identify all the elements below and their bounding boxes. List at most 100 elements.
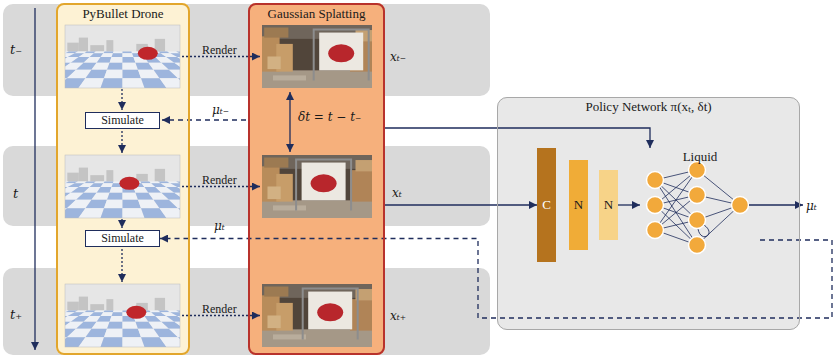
simulator-panel: PyBullet DroneSimulateSimulate bbox=[56, 3, 190, 355]
building bbox=[90, 304, 104, 310]
flow-arrow bbox=[121, 249, 122, 282]
image bbox=[65, 25, 180, 88]
neuron bbox=[689, 162, 706, 179]
floor-tile bbox=[85, 70, 107, 78]
gantry-frame bbox=[303, 288, 358, 339]
panel-title: PyBullet Drone bbox=[82, 7, 163, 22]
floor-tile bbox=[103, 51, 113, 53]
image bbox=[262, 25, 372, 88]
floor-tile bbox=[170, 183, 180, 187]
output-arrow bbox=[749, 204, 803, 205]
box-label: N bbox=[604, 198, 613, 213]
cardboard-box bbox=[264, 28, 288, 38]
scene bbox=[262, 25, 372, 88]
floor-tile bbox=[169, 329, 180, 337]
cardboard-box bbox=[268, 57, 281, 70]
target bbox=[119, 177, 139, 190]
data-arrow bbox=[385, 128, 650, 148]
math-label: xₜ₋ bbox=[390, 50, 406, 64]
neuron bbox=[647, 222, 664, 239]
floor-tile bbox=[176, 51, 180, 53]
floor-tile bbox=[110, 57, 123, 63]
image bbox=[65, 155, 180, 218]
floor-tile bbox=[92, 63, 110, 70]
box-label: N bbox=[574, 198, 583, 213]
floor-tile bbox=[101, 337, 123, 347]
gantry-frame bbox=[314, 29, 369, 80]
label-box: Render bbox=[202, 170, 237, 188]
backdrop-sheet bbox=[302, 163, 346, 201]
math-label: δt = t − t₋ bbox=[298, 110, 361, 124]
target bbox=[138, 47, 158, 60]
floor-tile bbox=[103, 310, 113, 312]
floor-tile bbox=[103, 181, 113, 183]
target bbox=[317, 303, 343, 321]
floor-tile bbox=[84, 51, 95, 53]
floor-tile bbox=[107, 193, 122, 200]
floor-tile bbox=[123, 51, 133, 53]
action-arrow bbox=[162, 119, 246, 120]
flow-arrow bbox=[121, 131, 122, 153]
floor-tile bbox=[97, 187, 112, 193]
floor-tile bbox=[113, 51, 123, 53]
floor-tile bbox=[178, 337, 180, 347]
cardboard-box bbox=[356, 160, 373, 171]
floor-tile bbox=[177, 187, 180, 193]
floor-tile bbox=[101, 312, 113, 316]
label-box: t₋ bbox=[10, 40, 22, 58]
flow-arrow bbox=[121, 89, 122, 110]
building bbox=[79, 297, 88, 311]
floor-patch bbox=[273, 75, 306, 80]
math-label: t bbox=[13, 186, 18, 201]
floor-tile bbox=[177, 316, 180, 322]
floor-tile bbox=[170, 312, 180, 316]
cardboard-box bbox=[268, 187, 281, 200]
building bbox=[106, 40, 113, 51]
label-box: xₜ₋ bbox=[390, 47, 406, 65]
math-label: t₊ bbox=[10, 307, 22, 322]
floor-tile bbox=[85, 200, 107, 208]
floor-tile bbox=[85, 329, 107, 337]
box-label: Simulate bbox=[101, 232, 144, 246]
neuron bbox=[647, 172, 664, 189]
label-box: Render bbox=[202, 40, 237, 58]
label-box: μₜ bbox=[214, 216, 225, 234]
neuron bbox=[647, 197, 664, 214]
building bbox=[90, 45, 104, 51]
scene bbox=[262, 155, 372, 218]
building bbox=[90, 175, 104, 181]
image-frame bbox=[65, 25, 180, 88]
floor-tile bbox=[97, 316, 112, 322]
neuron bbox=[689, 187, 706, 204]
backdrop-sheet bbox=[308, 292, 352, 330]
box-label: C bbox=[542, 198, 551, 213]
floor-tile bbox=[94, 51, 105, 53]
floor-tile bbox=[176, 181, 180, 183]
liquid-network: Liquid bbox=[640, 148, 760, 262]
panel-title: Liquid bbox=[683, 150, 718, 165]
floor-tile bbox=[169, 200, 180, 208]
interval-arrow bbox=[289, 92, 290, 152]
target bbox=[126, 306, 146, 319]
building bbox=[67, 43, 79, 52]
panel-fill bbox=[56, 3, 190, 355]
process-box: Simulate bbox=[85, 112, 160, 129]
image bbox=[65, 284, 180, 347]
panel-fill bbox=[248, 3, 385, 355]
label-box: t₊ bbox=[10, 305, 22, 323]
renderer-panel: Gaussian Splatting bbox=[248, 3, 385, 355]
floor-tile bbox=[107, 63, 122, 70]
data-arrow bbox=[385, 204, 537, 205]
floor-tile bbox=[79, 78, 104, 88]
neuron bbox=[689, 237, 706, 254]
floor-tile bbox=[110, 187, 123, 193]
panel-fill bbox=[497, 97, 800, 330]
math-label: μₜ bbox=[214, 219, 225, 233]
floor-tile bbox=[123, 200, 142, 208]
floor-tile bbox=[101, 53, 113, 57]
floor-tile bbox=[160, 208, 180, 218]
floor-tile bbox=[104, 200, 123, 208]
scene bbox=[262, 284, 372, 347]
data-arrow bbox=[618, 204, 640, 205]
floor-patch bbox=[273, 334, 306, 339]
